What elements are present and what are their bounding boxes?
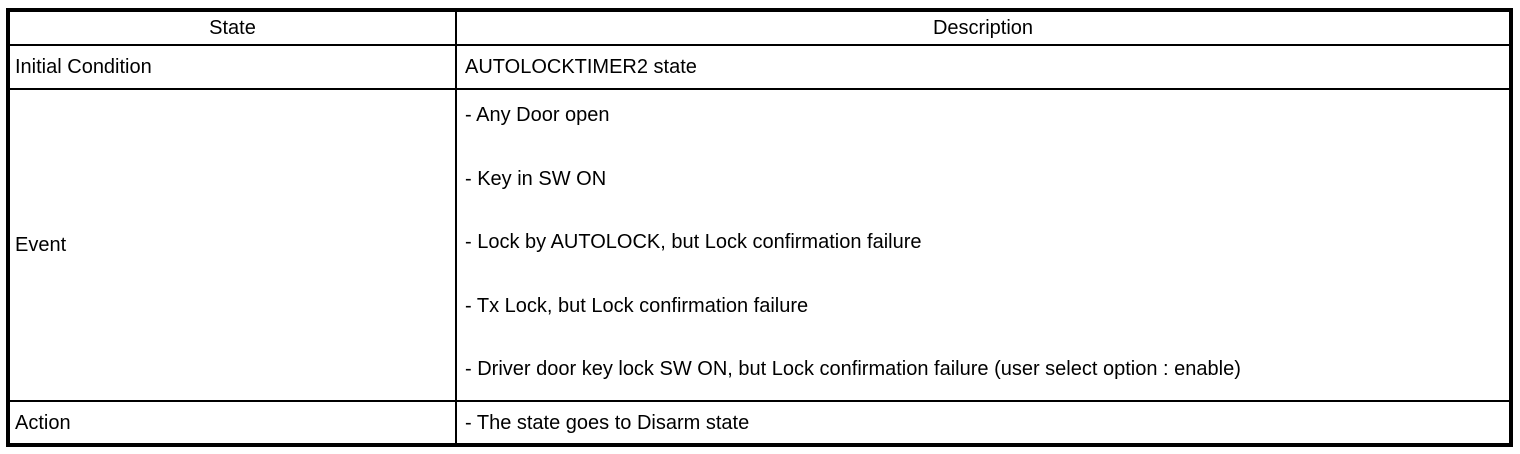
event-item-lock-by-autolock: - Lock by AUTOLOCK, but Lock confirmatio…	[465, 231, 922, 253]
header-state-label: State	[209, 17, 256, 39]
state-description-table: State Description Initial Condition AUTO…	[6, 8, 1513, 447]
action-label: Action	[15, 411, 71, 434]
row-action-state-cell: Action	[10, 402, 457, 443]
initial-condition-description: AUTOLOCKTIMER2 state	[465, 56, 697, 78]
event-label: Event	[15, 234, 67, 256]
row-initial-condition-description-cell: AUTOLOCKTIMER2 state	[457, 46, 1509, 90]
row-event-description-cell: - Any Door open - Key in SW ON - Lock by…	[457, 90, 1509, 402]
row-action-description-cell: - The state goes to Disarm state	[457, 402, 1509, 443]
row-initial-condition-state-cell: Initial Condition	[10, 46, 457, 90]
event-item-any-door-open: - Any Door open	[465, 104, 610, 126]
header-cell-description: Description	[457, 12, 1509, 46]
header-description-label: Description	[932, 17, 1034, 39]
action-description: - The state goes to Disarm state	[465, 411, 750, 434]
row-event-state-cell: Event	[10, 90, 457, 402]
event-item-tx-lock: - Tx Lock, but Lock confirmation failure	[465, 294, 809, 317]
event-item-driver-door-key-lock: - Driver door key lock SW ON, but Lock c…	[465, 358, 1241, 380]
header-cell-state: State	[10, 12, 457, 46]
initial-condition-label: Initial Condition	[15, 56, 152, 78]
event-item-key-in-sw-on: - Key in SW ON	[465, 167, 607, 190]
